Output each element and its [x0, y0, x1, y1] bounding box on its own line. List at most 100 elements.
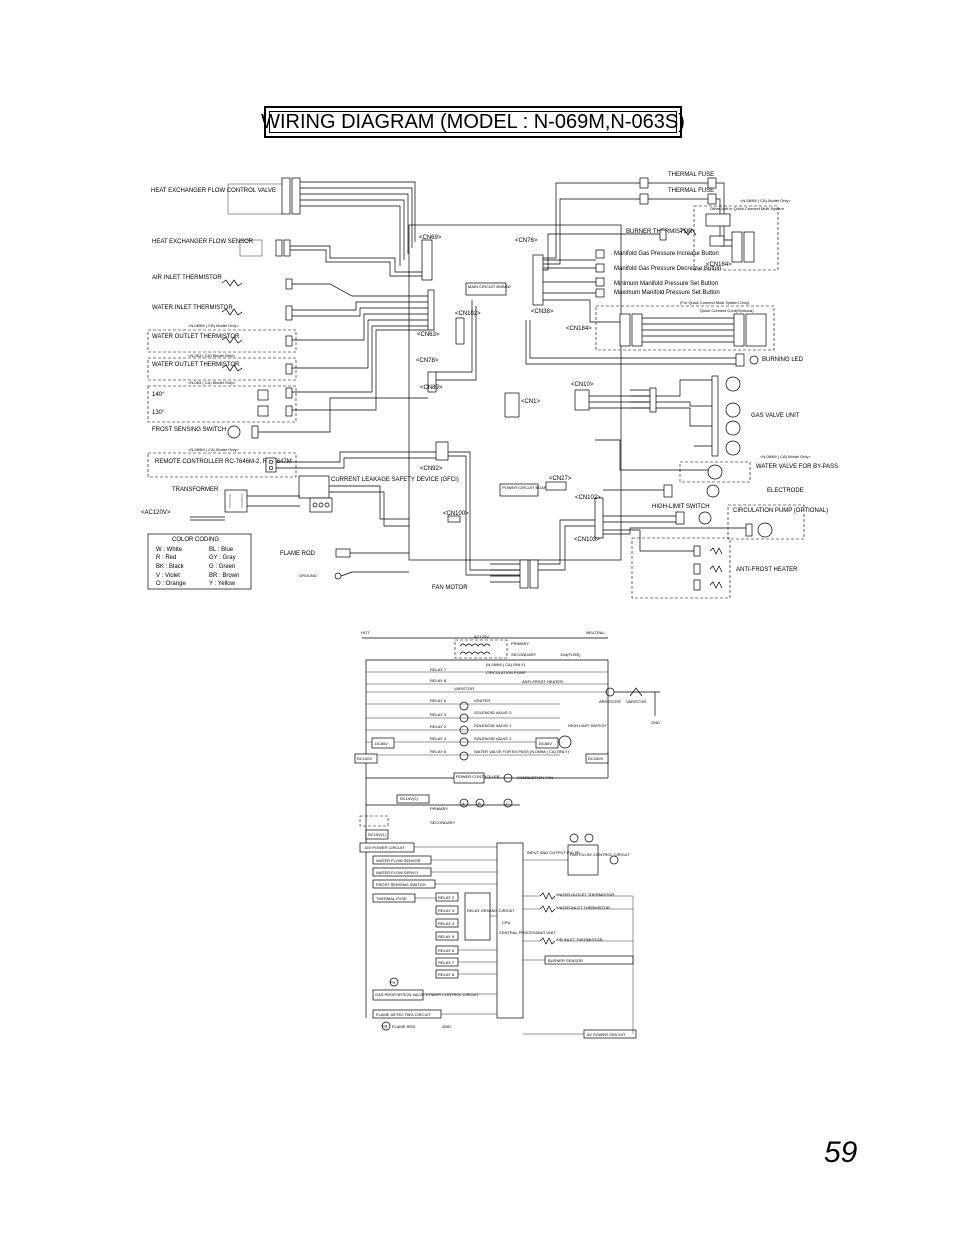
circ-pump-symbol	[603, 504, 805, 540]
sch-burner-sensor: BURNER SENSOR	[548, 958, 583, 963]
power-board-label-box	[499, 483, 539, 497]
cn38-label: <CN38>	[531, 309, 554, 315]
cn102-label: <CN102>	[455, 311, 481, 317]
power-board-label: POWER CIRCUIT BOARD	[502, 485, 550, 490]
sch-5v-power: 5V POWER CIRCUIT	[587, 1032, 626, 1037]
sch-fan-pulse: FAN PULSE CONTROL CIRCUIT	[570, 852, 630, 857]
multi-system-box	[693, 205, 779, 271]
color-coding-bk: BK : Black	[156, 564, 185, 570]
sch-dc15: DC15V(1)	[368, 832, 386, 837]
sch-r-relay-5: RELAY 5	[438, 934, 455, 939]
high-limit-symbol	[603, 511, 712, 525]
transformer-label: TRANSFORMER	[172, 487, 219, 493]
color-coding-gy: GY : Gray	[209, 555, 236, 561]
gas-valve-symbols	[589, 375, 741, 457]
sch-load-igniter: IGNITER	[474, 698, 490, 703]
water-inlet-label: WATER INLET THERMISTOR	[152, 305, 233, 311]
schematic-lower-frame	[359, 833, 637, 1039]
thermal-fuse-1-label: THERMAL FUSE	[668, 172, 714, 178]
sch-cpu: CPU	[502, 920, 511, 925]
high-limit-label: HIGH-LIMIT SWITCH	[652, 504, 710, 510]
sch-gas-prop: GAS PROPORTION VALVE POWER CONTROL CIRCU…	[375, 992, 479, 997]
sch-mark-b: B	[478, 801, 481, 806]
note-n063-2: <N-063 ( CA) Model Only>	[188, 380, 236, 385]
sch-io-pulse: INPUT AND OUTPUT PULSE	[527, 850, 580, 855]
water-valve-label: WATER VALVE FOR BY-PASS	[756, 464, 838, 470]
sch-combustion-fan: COMBUSTION FAN	[517, 775, 553, 780]
thermistor-symbols	[221, 278, 293, 375]
main-board-label: MAIN CIRCUIT BOARD	[468, 284, 511, 289]
schematic-frame	[354, 637, 660, 1018]
remote-group	[147, 452, 297, 478]
sch-load-water-valve: WATER VALVE FOR BY-PASS (N-069M ( CA) ON…	[474, 749, 570, 754]
sch-mark-a: A	[462, 801, 465, 806]
button-symbols	[543, 249, 605, 298]
sch-secondary: SECONDARY	[511, 652, 537, 657]
page-number: 59	[824, 1136, 858, 1169]
color-coding-g: G : Green	[209, 564, 235, 570]
sch-cpu-sub: CENTRAL PROCESSING UNIT	[499, 930, 556, 935]
color-coding-y: Y : Yellow	[209, 581, 236, 587]
cn89-label: <CN89>	[420, 385, 443, 391]
remote-symbol	[265, 457, 277, 473]
cn102-block	[455, 317, 465, 345]
sch-fr: FR	[382, 1024, 387, 1029]
cn63-label: <CN63>	[417, 332, 440, 338]
sch-therm-outlet: WATER OUTLET THERMISTOR	[556, 892, 614, 897]
circ-pump-label: CIRCULATION PUMP (OPTIONAL)	[733, 508, 828, 514]
fan-motor-label: FAN MOTOR	[432, 585, 468, 591]
sch-dc80-left: DC80V	[375, 741, 388, 746]
cn184-top-label: <CN184>	[706, 262, 732, 268]
color-coding-w: W : White	[156, 547, 183, 553]
note-n069m-4: <N-069M ( CA) Model Only>	[760, 454, 811, 459]
note-n069m-2: <N-069M ( CA) Model Only>	[188, 447, 239, 452]
main-board-label-box	[465, 282, 507, 296]
water-outlet-1-label: WATER OUTLET THERMISTOR	[152, 334, 240, 340]
note-multi-system: (For Quick Connect Multi System Only)	[680, 300, 750, 305]
cn92-label: <CN92>	[420, 466, 443, 472]
burner-thermistor-label: BURNER THERMISTOR	[626, 229, 693, 235]
temp-switch-symbols	[257, 387, 293, 417]
sch-load-anti-frost: ANTI-FROST HEATER	[522, 679, 563, 684]
color-coding-legend	[147, 533, 252, 590]
sch-relay-4: RELAY 4	[430, 736, 447, 741]
electrode-label: ELECTRODE	[767, 488, 804, 494]
thermal-fuse-symbols	[543, 177, 740, 265]
sch-pv: PV	[390, 980, 396, 985]
title-frame: WIRING DIAGRAM (MODEL : N-069M,N-063S)	[261, 106, 685, 138]
cn69-label: <CN69>	[419, 235, 442, 241]
cn10-block	[574, 389, 590, 411]
sch-r-relay-8: RELAY 8	[438, 972, 455, 977]
temp-switch-group	[147, 385, 297, 423]
cn1-block	[504, 392, 520, 418]
sch-high-limit: HIGH LIMIT SWITCH	[568, 723, 606, 728]
sch-gnd: GND	[651, 720, 660, 725]
sch-load-sv0: SOLENOID VALVE 0	[474, 710, 512, 715]
sch-power-controller: POWER CONTROLLER	[456, 774, 500, 779]
frost-switch-label: FROST SENSING SWITCH	[152, 427, 226, 433]
burning-led-label: BURNING LED	[762, 357, 804, 363]
sch-secondary2: SECONDARY	[430, 820, 456, 825]
temp-130-label: 130°	[152, 410, 165, 416]
cn102b-label: <CN102>	[575, 495, 601, 501]
cn27-label: <CN27>	[549, 476, 572, 482]
air-inlet-label: AIR INLET THERMISTOR	[152, 275, 222, 281]
remote-label: REMOTE CONTROLLER RC-7646M-2, RC-7647M	[155, 459, 292, 465]
gfci-label: CURRENT LEAKAGE SAFETY DEVICE (GFCI)	[331, 477, 459, 483]
button-label-decrease: Manifold Gas Pressure Decrease Button	[614, 266, 721, 272]
sch-water-flow-sensor: WATER FLOW SENSOR	[376, 858, 421, 863]
cn103-label: <CN103>	[574, 537, 600, 543]
burning-led-symbol	[525, 320, 759, 367]
sch-thermal-fuse: THERMAL FUSE	[376, 896, 407, 901]
sch-relay-5: RELAY 5	[430, 749, 447, 754]
ground-label: GROUND	[299, 573, 317, 578]
sch-primary: PRIMARY	[511, 641, 529, 646]
sch-varistor-right: VARISTOR	[626, 699, 646, 704]
color-coding-title: COLOR CODING	[172, 537, 219, 543]
cn78-block	[427, 371, 437, 393]
sch-gnd2: GND	[442, 1024, 451, 1029]
page-title: WIRING DIAGRAM (MODEL : N-069M,N-063S)	[261, 110, 685, 133]
gas-valve-label: GAS VALVE UNIT	[751, 413, 800, 419]
note-other-unit: Other Unit in Quick Connect Multi System	[710, 206, 784, 211]
cn76-block	[532, 254, 544, 306]
